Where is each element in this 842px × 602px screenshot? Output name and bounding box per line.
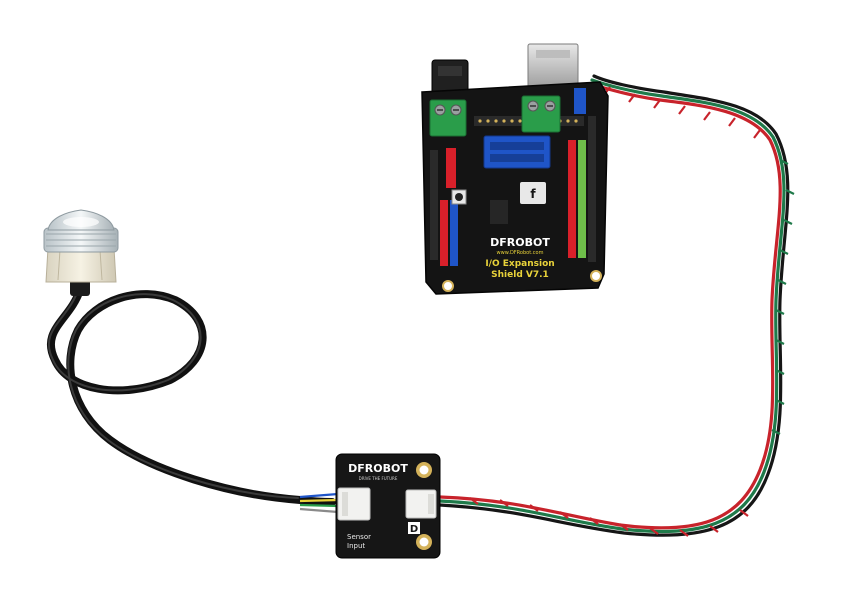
sensor-lead-wires (299, 492, 339, 514)
adapter-brand: DFROBOT (348, 462, 408, 475)
shield-brand: DFROBOT (490, 236, 550, 249)
shield-title-line2: Shield V7.1 (491, 270, 549, 280)
adapter-tagline: DRIVE THE FUTURE (359, 476, 398, 481)
adapter-type-marker: D (410, 524, 418, 535)
sensor-adapter-board: D DFROBOT DRIVE THE FUTURE Sensor Input (335, 453, 441, 559)
screw-terminal-left (429, 99, 467, 137)
liquid-level-sensor-probe (43, 209, 119, 296)
twisted-cable-twists (469, 86, 795, 537)
sensor-cable (46, 286, 336, 506)
left-pin-column (430, 148, 458, 266)
right-pin-columns (568, 116, 596, 262)
io-expansion-shield: f DFROBOT www.DFRobot.com I/O Expansion … (421, 43, 609, 295)
screw-terminal-right (521, 95, 561, 133)
adapter-label-line1: Sensor (347, 533, 371, 541)
svg-text:f: f (530, 187, 536, 201)
adapter-label-line2: Input (347, 542, 365, 550)
shield-website: www.DFRobot.com (497, 250, 544, 256)
shield-title-line1: I/O Expansion (485, 259, 554, 269)
twisted-cable (438, 74, 790, 537)
blue-header-block (483, 135, 551, 169)
sensor-cable-highlight (47, 289, 299, 499)
